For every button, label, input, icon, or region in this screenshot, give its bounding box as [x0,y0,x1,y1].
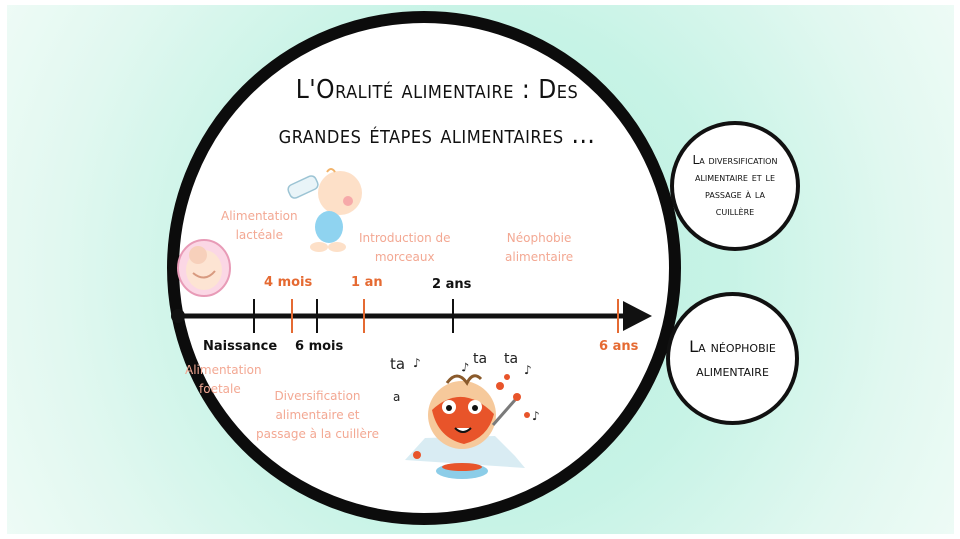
stage-line: lactéale [235,228,284,242]
sound-ta-2: ta [473,351,488,367]
stage-alimentation-lactee: Alimentation lactéale [221,207,298,245]
stage-line: Néophobie [506,231,572,245]
topic-neophobie-label: La néophobie alimentaire [689,336,776,380]
messy-baby-illustration: ♪ ♪ ♪ ♪ [405,356,540,479]
stage-line: foetale [199,382,241,396]
sound-ta-3: ta [504,351,519,367]
svg-text:♪: ♪ [461,360,470,375]
stage-line: alimentaire et [275,408,360,422]
svg-text:♪: ♪ [524,363,532,377]
stage-line: Introduction de [359,231,451,245]
stage-line: Alimentation [185,363,262,377]
stage-line: morceaux [374,250,435,264]
title-line-2: grandes étapes alimentaires ... [278,120,596,150]
stage-introduction-morceaux: Introduction de morceaux [359,229,450,267]
topic-diversification-circle[interactable]: La diversification alimentaire et le pas… [670,121,800,251]
timeline-start-dot [171,309,185,323]
stage-alimentation-foetale: Alimentation foetale [185,361,262,399]
fetus-illustration [177,239,231,297]
stage-line: alimentaire [505,250,574,264]
topic-diversification-label: La diversification alimentaire et le pas… [692,153,778,218]
label-2-ans: 2 ans [432,277,472,292]
timeline-graphic: ♪ ♪ ♪ ♪ [171,168,652,479]
label-4-mois: 4 mois [264,275,313,290]
label-6-mois: 6 mois [295,339,344,354]
stage-line: Diversification [274,389,361,403]
stage-neophobie: Néophobie alimentaire [505,229,573,267]
sound-a: a [393,390,401,404]
svg-text:♪: ♪ [532,409,540,423]
sound-ta-1: ta [390,355,406,373]
svg-text:♪: ♪ [413,356,421,370]
timeline-arrow-head [623,301,652,331]
topic-neophobie-circle[interactable]: La néophobie alimentaire [666,292,799,425]
canvas: L'Oralité alimentaire : Des grandes étap… [7,5,954,534]
label-naissance: Naissance [203,339,278,354]
title-line-1: L'Oralité alimentaire : Des [295,75,579,105]
baby-bottle-illustration [287,168,362,252]
stage-line: passage à la cuillère [256,427,379,441]
stage-line: Alimentation [221,209,298,223]
label-6-ans: 6 ans [599,339,639,354]
stage-diversification: Diversification alimentaire et passage à… [256,387,379,444]
label-1-an: 1 an [351,275,383,290]
